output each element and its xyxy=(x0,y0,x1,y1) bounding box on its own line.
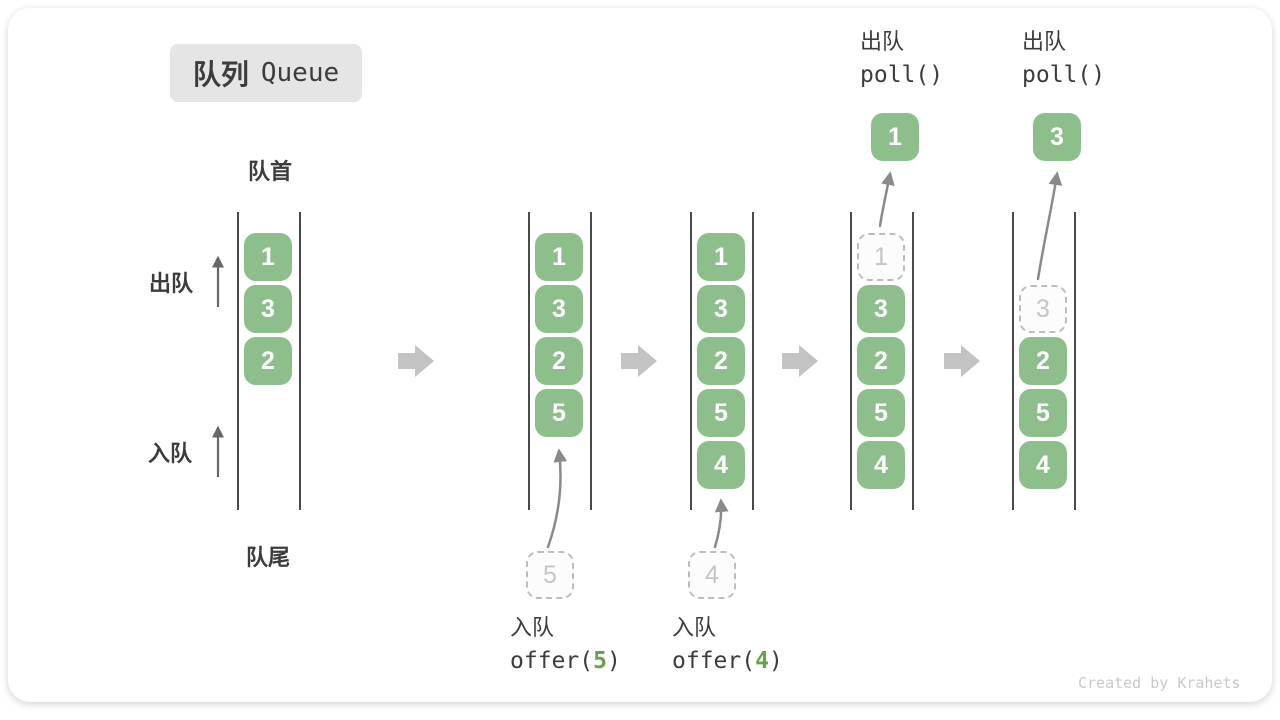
title-badge: 队列 Queue xyxy=(170,44,362,102)
queue-5-cell-3-dashed: 3 xyxy=(1019,285,1067,333)
queue-2-code-pre: offer( xyxy=(510,648,594,674)
queue-2-enqueue-caption-code: offer(5) xyxy=(510,644,621,678)
queue-2-code-arg: 5 xyxy=(593,648,607,674)
queue-5-polled-box: 3 xyxy=(1033,113,1081,161)
queue-2-enqueue-caption: 入队 offer(5) xyxy=(510,612,621,678)
queue-3-cell-4: 4 xyxy=(697,441,745,489)
queue-3-code-post: ) xyxy=(768,648,783,674)
queue-1-cell-2: 2 xyxy=(244,337,292,385)
queue-3-cell-2: 2 xyxy=(697,337,745,385)
queue-5-cell-5: 5 xyxy=(1019,389,1067,437)
queue-2-cell-3: 3 xyxy=(535,285,583,333)
title-en: Queue xyxy=(260,58,340,88)
queue-2-wall-right xyxy=(590,212,592,510)
queue-3-enqueue-caption: 入队 offer(4) xyxy=(672,612,783,678)
queue-4-cell-5: 5 xyxy=(857,389,905,437)
queue-4-cell-2: 2 xyxy=(857,337,905,385)
queue-3-wall-left xyxy=(690,212,692,510)
queue-front-label: 队首 xyxy=(247,159,292,184)
queue-4-cell-4: 4 xyxy=(857,441,905,489)
queue-4-wall-left xyxy=(850,212,852,510)
queue-1-cell-1: 1 xyxy=(244,233,292,281)
queue-4-dequeue-caption-label: 出队 xyxy=(860,29,905,54)
queue-1-wall-right xyxy=(299,212,301,510)
queue-3-cell-5: 5 xyxy=(697,389,745,437)
queue-3-incoming-box: 4 xyxy=(688,551,736,599)
queue-2-code-post: ) xyxy=(606,648,621,674)
queue-rear-label: 队尾 xyxy=(245,545,290,570)
enqueue-side-label: 入队 xyxy=(148,441,193,466)
queue-3-enqueue-caption-code: offer(4) xyxy=(672,644,783,678)
queue-5-wall-right xyxy=(1074,212,1076,510)
queue-2-cell-2: 2 xyxy=(535,337,583,385)
queue-5-dequeue-caption-label: 出队 xyxy=(1022,29,1067,54)
queue-3-cell-3: 3 xyxy=(697,285,745,333)
queue-2-wall-left xyxy=(528,212,530,510)
queue-5-dequeue-caption-code: poll() xyxy=(1022,62,1106,88)
title-zh: 队列 xyxy=(192,59,249,90)
queue-4-wall-right xyxy=(912,212,914,510)
queue-2-cell-5: 5 xyxy=(535,389,583,437)
queue-5-cell-2: 2 xyxy=(1019,337,1067,385)
queue-4-dequeue-caption-code: poll() xyxy=(860,62,944,88)
queue-4-cell-1-dashed: 1 xyxy=(857,233,905,281)
queue-2-incoming-box: 5 xyxy=(526,551,574,599)
queue-4-polled-box: 1 xyxy=(871,113,919,161)
queue-3-code-pre: offer( xyxy=(672,648,756,674)
queue-3-code-arg: 4 xyxy=(755,648,769,674)
queue-2-enqueue-caption-label: 入队 xyxy=(510,615,555,640)
queue-3-wall-right xyxy=(752,212,754,510)
queue-3-enqueue-caption-label: 入队 xyxy=(672,615,717,640)
queue-5-wall-left xyxy=(1012,212,1014,510)
queue-5-dequeue-caption: 出队 poll() xyxy=(1022,26,1105,92)
queue-1-cell-3: 3 xyxy=(244,285,292,333)
queue-5-cell-4: 4 xyxy=(1019,441,1067,489)
queue-4-cell-3: 3 xyxy=(857,285,905,333)
queue-2-cell-1: 1 xyxy=(535,233,583,281)
credit-text: Created by Krahets xyxy=(1078,674,1241,692)
dequeue-side-label: 出队 xyxy=(149,271,194,296)
queue-3-cell-1: 1 xyxy=(697,233,745,281)
queue-1-wall-left xyxy=(237,212,239,510)
queue-4-dequeue-caption: 出队 poll() xyxy=(860,26,943,92)
